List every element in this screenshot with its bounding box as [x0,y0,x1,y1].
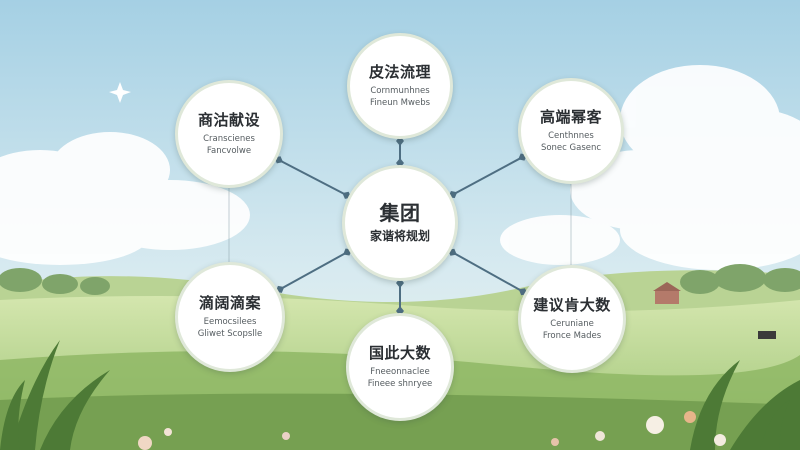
node-title: 滴阔滴案 [198,294,261,313]
connector-line [278,158,348,197]
node-caption: Fneeonnaclee Fineee shnryee [368,367,433,389]
center-title: 集团 [379,201,421,226]
node-caption: Cornmunhnes Fineun Mwebs [370,86,430,108]
node-caption-line2: Fancvolwe [206,145,252,156]
node-title: 高端幂客 [539,108,602,127]
node-title: 国此大数 [368,344,431,363]
node-caption-line2: Sonec Gasenc [540,142,602,153]
node-caption: Cranscienes Fancvolwe [203,134,255,156]
tree-line [0,264,800,295]
node-caption-line1: Ceruniane [550,319,594,330]
center-subtitle: 家谐将规划 [369,229,430,244]
connector-line [279,251,348,291]
node-bottom-left[interactable]: 滴阔滴案 Eemocsilees Gliwet Scopslle [175,262,285,372]
connector-line [452,156,524,196]
flowers [138,411,726,450]
grass-blades [0,340,800,450]
node-caption-line1: Eemocsilees [203,317,257,328]
node-title: 皮法流理 [368,63,431,82]
node-top-left[interactable]: 商沽献设 Cranscienes Fancvolwe [175,80,283,188]
node-title: 建议肯大数 [533,296,611,315]
node-caption-line2: Fineee shnryee [367,378,433,389]
sparkle-icon [109,82,131,103]
node-title: 商沽献设 [197,111,260,130]
node-top[interactable]: 皮法流理 Cornmunhnes Fineun Mwebs [347,33,453,139]
connector-line [451,251,524,293]
node-caption-line2: Fronce Mades [542,330,602,341]
cow [758,331,776,339]
node-caption: Centhnnes Sonec Gasenc [541,131,601,153]
node-bottom[interactable]: 国此大数 Fneeonnaclee Fineee shnryee [346,313,454,421]
center-node[interactable]: 集团 家谐将规划 [342,165,458,281]
node-caption: Ceruniane Fronce Mades [543,319,601,341]
node-caption-line1: Cornmunhnes [370,86,430,97]
node-caption-line1: Centhnnes [548,131,594,142]
node-caption-line2: Fineun Mwebs [369,97,431,108]
node-top-right[interactable]: 高端幂客 Centhnnes Sonec Gasenc [518,78,624,184]
node-caption-line2: Gliwet Scopslle [197,328,263,339]
node-caption: Eemocsilees Gliwet Scopslle [198,317,263,339]
node-caption-line1: Cranscienes [203,134,255,145]
node-bottom-right[interactable]: 建议肯大数 Ceruniane Fronce Mades [518,265,626,373]
barn [655,290,679,304]
node-caption-line1: Fneeonnaclee [370,367,430,378]
